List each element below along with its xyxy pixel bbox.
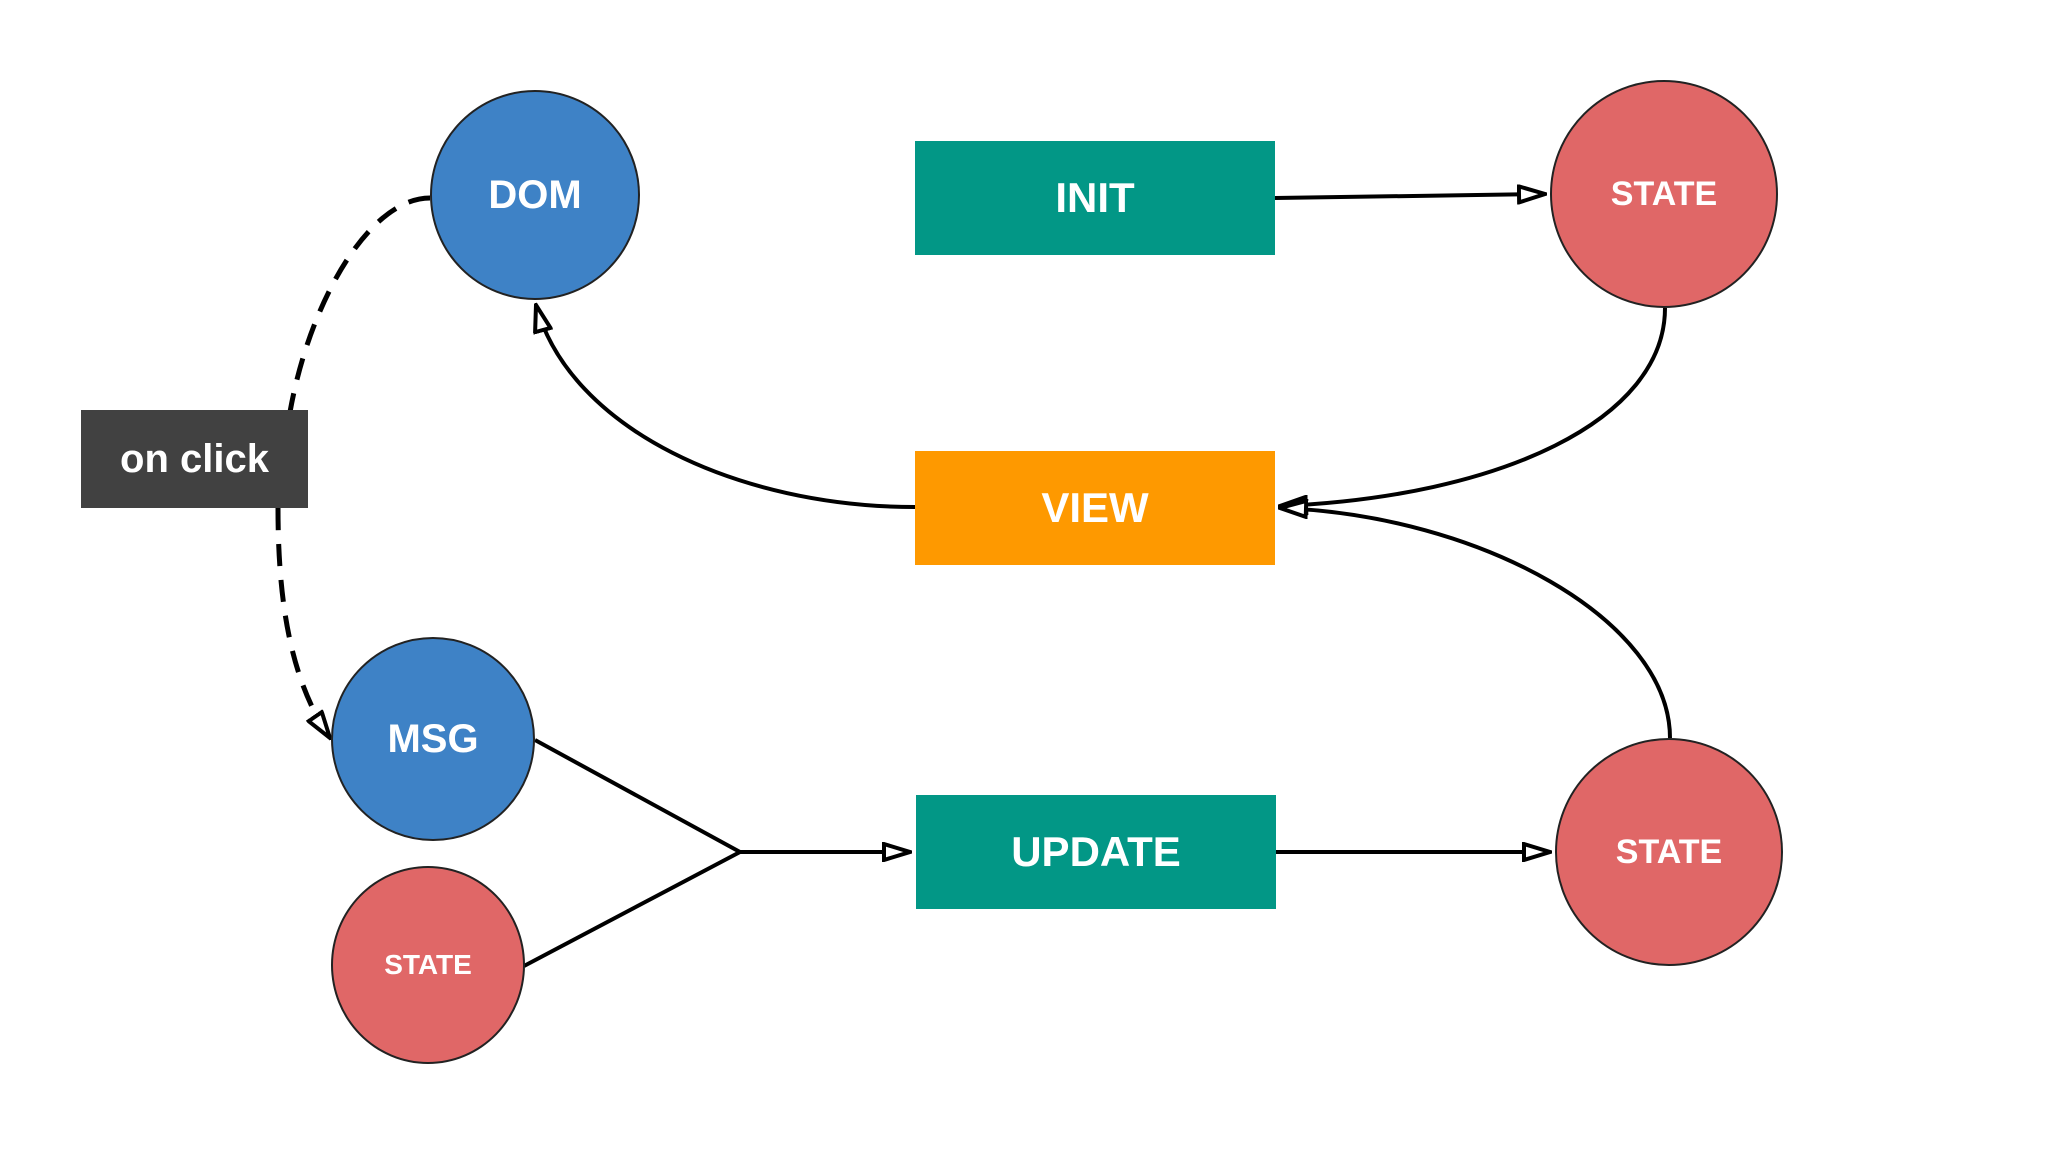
edge-init-to-state — [1274, 194, 1545, 198]
view-label: VIEW — [1041, 484, 1149, 531]
view-box: VIEW — [915, 451, 1275, 565]
edge-msg-to-merge — [534, 738, 741, 854]
edge-state-to-view — [1280, 307, 1667, 506]
update-box: UPDATE — [916, 795, 1276, 909]
init-box: INIT — [915, 141, 1275, 255]
on-click-box: on click — [81, 410, 308, 508]
on-click-label: on click — [120, 437, 269, 481]
state-input-node: STATE — [331, 866, 525, 1064]
msg-label: MSG — [387, 717, 479, 761]
edge-dom-to-onclick — [287, 195, 431, 413]
update-label: UPDATE — [1011, 828, 1181, 875]
dom-node: DOM — [430, 90, 640, 300]
dom-label: DOM — [488, 173, 582, 217]
msg-node: MSG — [331, 637, 535, 841]
state-top-node: STATE — [1550, 80, 1778, 308]
edge-state-to-merge — [523, 850, 741, 968]
edge-onclick-to-msg — [275, 507, 330, 738]
state-top-label: STATE — [1610, 175, 1718, 213]
state-input-label: STATE — [384, 949, 472, 980]
edge-view-to-dom — [536, 305, 916, 509]
init-label: INIT — [1055, 174, 1135, 221]
state-bottom-node: STATE — [1555, 738, 1783, 966]
state-bottom-label: STATE — [1615, 833, 1723, 871]
edge-state-bottom-to-view — [1280, 508, 1672, 739]
